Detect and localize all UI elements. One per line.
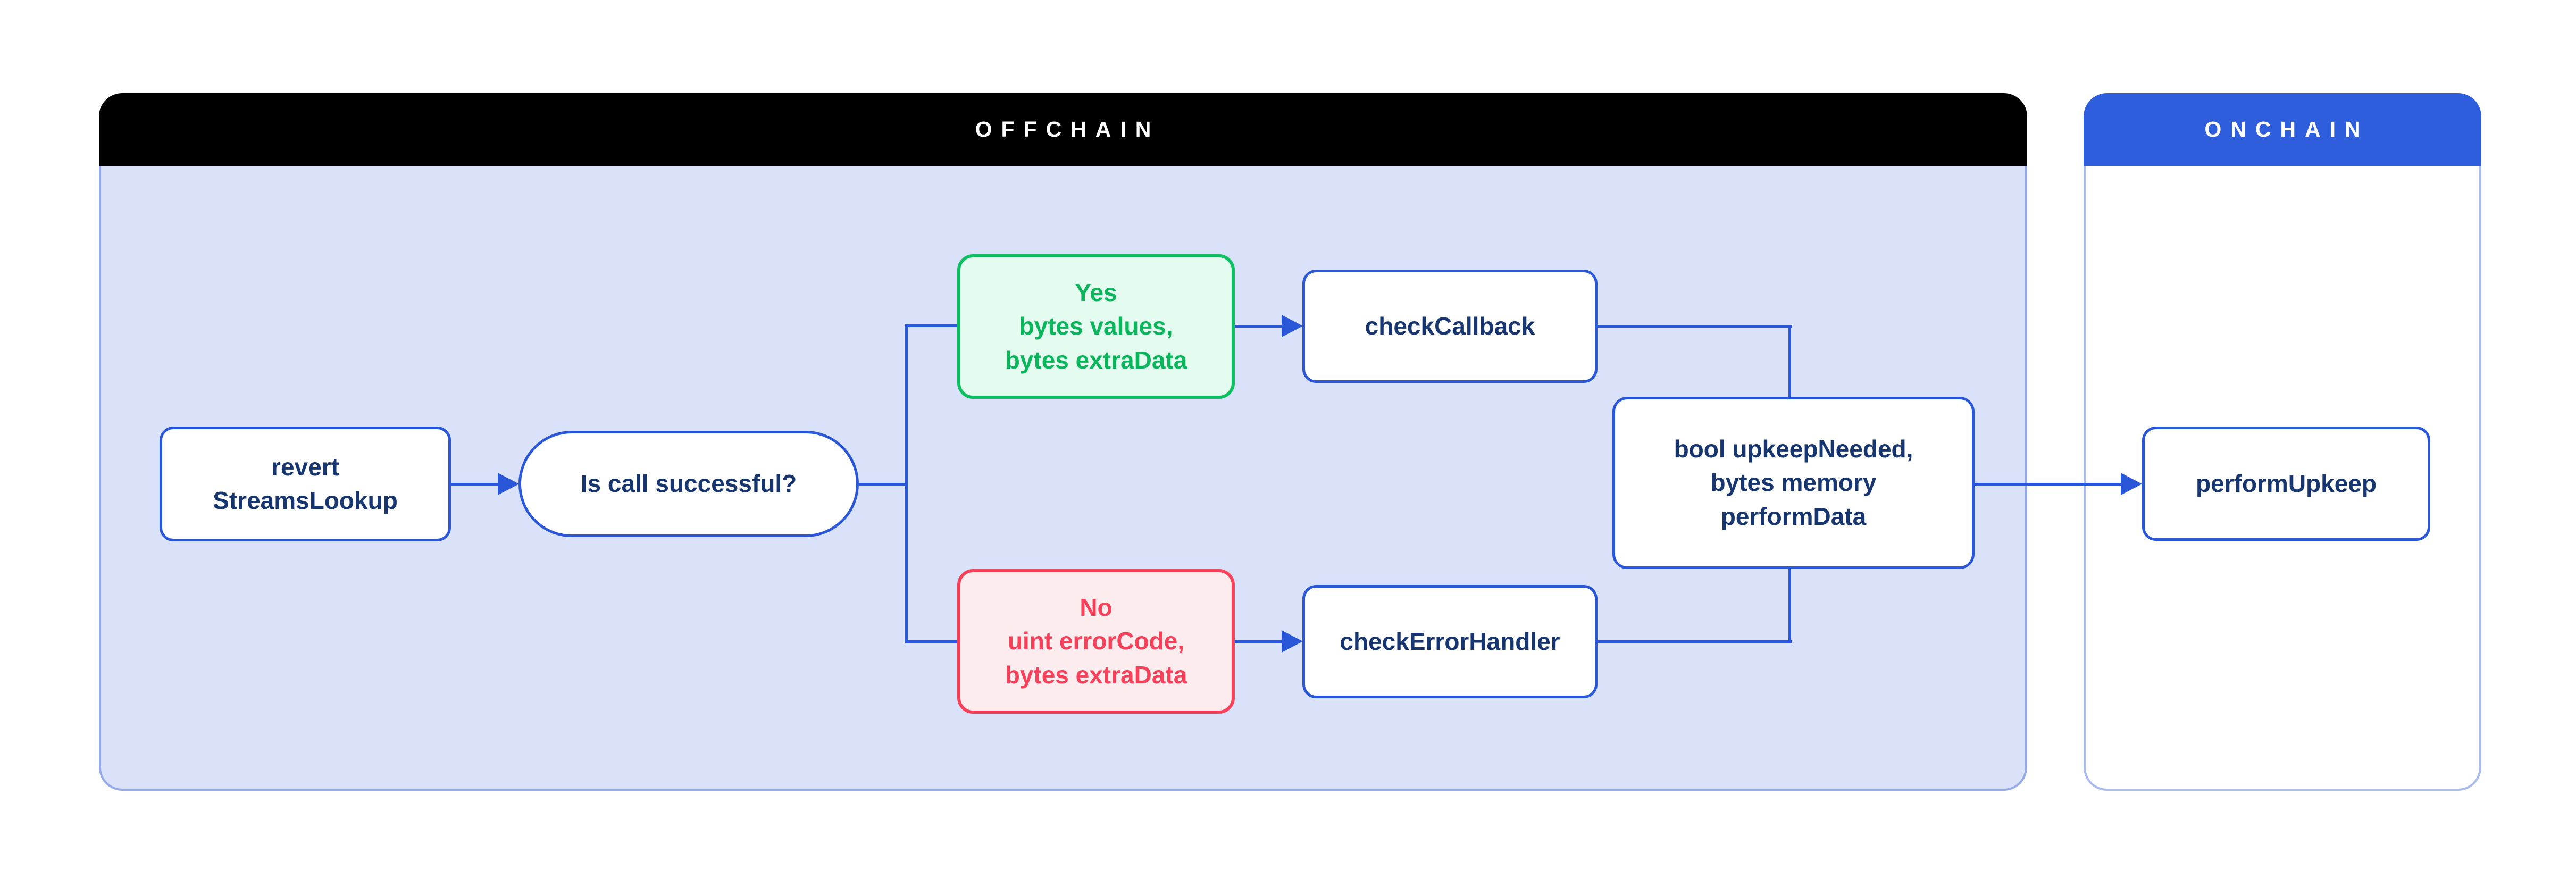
edge-checkcallback-down (1788, 325, 1791, 399)
onchain-panel-title: ONCHAIN (2204, 117, 2370, 141)
arrowhead-into-checkcallback (1282, 315, 1303, 337)
edge-question-out (859, 483, 908, 486)
node-no-branch: No uint errorCode, bytes extraData (957, 569, 1235, 714)
node-revert-streamslookup: revert StreamsLookup (160, 427, 451, 541)
edge-branch-to-no (905, 640, 957, 643)
offchain-panel-header: OFFCHAIN (99, 93, 2027, 166)
edge-checkerrorhandler-out (1598, 640, 1792, 643)
node-performupkeep: performUpkeep (2142, 427, 2430, 541)
arrowhead-into-performupkeep (2121, 473, 2142, 495)
onchain-panel-header: ONCHAIN (2084, 93, 2481, 166)
edge-branch-to-yes (905, 324, 957, 327)
edge-result-to-performupkeep (1975, 483, 2126, 486)
edge-branch-vertical (905, 324, 908, 643)
edge-yes-to-checkcallback (1235, 325, 1284, 328)
edge-no-to-checkerrorhandler (1235, 640, 1284, 643)
arrowhead-into-checkerrorhandler (1282, 630, 1303, 653)
offchain-panel-title: OFFCHAIN (975, 117, 1160, 141)
node-checkerrorhandler: checkErrorHandler (1302, 585, 1598, 698)
node-upkeepneeded-performdata: bool upkeepNeeded, bytes memory performD… (1612, 397, 1975, 569)
edge-checkcallback-out (1598, 325, 1792, 328)
edge-revert-to-question (451, 483, 500, 486)
node-yes-branch: Yes bytes values, bytes extraData (957, 254, 1235, 399)
edge-checkerrorhandler-up (1788, 568, 1791, 643)
arrowhead-into-question (498, 473, 519, 495)
node-checkcallback: checkCallback (1302, 270, 1598, 383)
node-is-call-successful: Is call successful? (518, 431, 859, 537)
